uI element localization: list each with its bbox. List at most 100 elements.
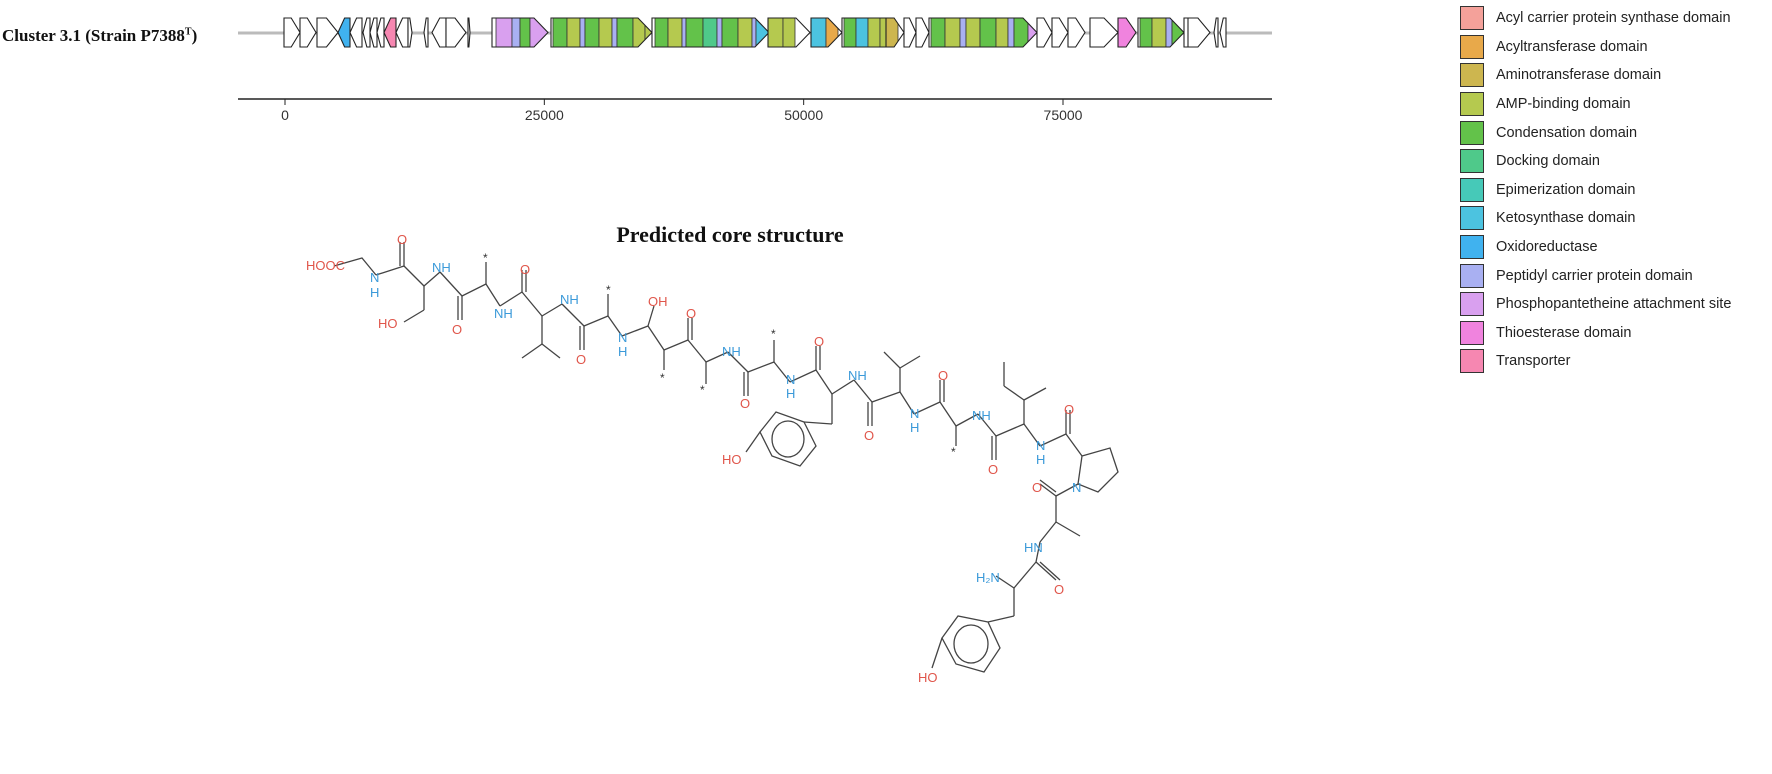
legend-item: Epimerization domain	[1460, 176, 1731, 205]
legend-label: Peptidyl carrier protein domain	[1496, 267, 1693, 284]
legend-item: Phosphopantetheine attachment site	[1460, 290, 1731, 319]
atom-ho: HO	[918, 670, 938, 685]
atom-h: H	[370, 285, 379, 300]
cluster-label: Cluster 3.1 (Strain P7388T)	[2, 26, 197, 46]
legend-swatch	[1460, 263, 1484, 288]
atom-n: N	[1072, 480, 1081, 495]
atom-nh: NH	[560, 292, 579, 307]
atom-nh: NH	[722, 344, 741, 359]
legend-swatch	[1460, 6, 1484, 31]
gene-arrow	[1036, 17, 1053, 48]
atom-o: O	[520, 262, 530, 277]
legend-item: Acyltransferase domain	[1460, 33, 1731, 62]
atom-nh: NH	[494, 306, 513, 321]
atom-o: O	[1064, 402, 1074, 417]
gene-arrow	[928, 17, 1038, 48]
legend-swatch	[1460, 292, 1484, 317]
atom-labels: HOOC O N H HO NH O * NH O NH O * OH N H …	[306, 232, 1081, 685]
legend-item: Aminotransferase domain	[1460, 61, 1731, 90]
axis-tick-label: 50000	[784, 107, 823, 123]
gene-arrow	[550, 17, 653, 48]
atom-o: O	[452, 322, 462, 337]
gene-arrow	[1219, 17, 1227, 48]
atom-h: H	[1036, 452, 1045, 467]
atom-nh: NH	[972, 408, 991, 423]
legend-label: Epimerization domain	[1496, 181, 1636, 198]
legend-label: Thioesterase domain	[1496, 324, 1632, 341]
legend-item: Acyl carrier protein synthase domain	[1460, 4, 1731, 33]
atom-o: O	[864, 428, 874, 443]
gene-arrow	[1213, 17, 1219, 48]
gene-arrow	[651, 17, 770, 48]
atom-star: *	[606, 283, 611, 297]
gene-arrow	[407, 17, 413, 48]
gene-arrow	[1067, 17, 1086, 48]
gene-arrow	[903, 17, 917, 48]
legend-swatch	[1460, 34, 1484, 59]
atom-h2n: H₂N	[976, 570, 1000, 585]
atom-star: *	[771, 327, 776, 341]
gene-arrow	[810, 17, 843, 48]
legend-item: Transporter	[1460, 347, 1731, 376]
gene-arrow	[337, 17, 351, 48]
legend-swatch	[1460, 149, 1484, 174]
gene-arrow	[1187, 17, 1211, 48]
legend-item: AMP-binding domain	[1460, 90, 1731, 119]
atom-o: O	[397, 232, 407, 247]
legend-swatch	[1460, 120, 1484, 145]
legend-item: Ketosynthase domain	[1460, 204, 1731, 233]
atom-o: O	[740, 396, 750, 411]
legend-item: Docking domain	[1460, 147, 1731, 176]
atom-star: *	[700, 383, 705, 397]
gene-arrow	[1089, 17, 1119, 48]
gene-arrow	[395, 17, 409, 48]
legend-label: Oxidoreductase	[1496, 239, 1598, 256]
atom-h: H	[618, 344, 627, 359]
gene-arrow	[431, 17, 447, 48]
atom-o: O	[576, 352, 586, 367]
atom-star: *	[660, 371, 665, 385]
atom-o: O	[938, 368, 948, 383]
atom-hn: HN	[1024, 540, 1043, 555]
hooc-label: HOOC	[306, 258, 345, 273]
gene-arrow	[376, 17, 385, 48]
gene-arrow	[1117, 17, 1137, 48]
gene-arrow	[467, 17, 471, 48]
legend-item: Oxidoreductase	[1460, 233, 1731, 262]
legend-item: Peptidyl carrier protein domain	[1460, 261, 1731, 290]
gene-arrow	[915, 17, 930, 48]
gene-arrow	[1051, 17, 1069, 48]
legend-item: Condensation domain	[1460, 118, 1731, 147]
legend-swatch	[1460, 177, 1484, 202]
cluster-superscript: T	[184, 26, 192, 38]
legend-swatch	[1460, 92, 1484, 117]
atom-n: N	[910, 406, 919, 421]
axis-tick-label: 25000	[525, 107, 564, 123]
bond-gly	[333, 257, 377, 276]
atom-n: N	[786, 372, 795, 387]
atom-n: N	[370, 270, 379, 285]
legend-label: Transporter	[1496, 353, 1571, 370]
gene-track	[283, 17, 1227, 48]
atom-nh: NH	[848, 368, 867, 383]
legend-swatch	[1460, 63, 1484, 88]
atom-o: O	[686, 306, 696, 321]
atom-ho: HO	[378, 316, 398, 331]
atom-o: O	[1032, 480, 1042, 495]
gene-arrow	[362, 17, 371, 48]
atom-h: H	[786, 386, 795, 401]
gene-arrow	[283, 17, 301, 48]
legend-swatch	[1460, 320, 1484, 345]
structure-title: Predicted core structure	[616, 222, 844, 247]
atom-nh: NH	[432, 260, 451, 275]
atom-o: O	[1054, 582, 1064, 597]
atom-o: O	[988, 462, 998, 477]
gene-arrow	[445, 17, 467, 48]
legend-swatch	[1460, 206, 1484, 231]
legend-label: AMP-binding domain	[1496, 96, 1631, 113]
atom-oh: OH	[648, 294, 668, 309]
atom-star: *	[483, 251, 488, 265]
legend-label: Acyltransferase domain	[1496, 38, 1648, 55]
gene-arrow	[767, 17, 811, 48]
